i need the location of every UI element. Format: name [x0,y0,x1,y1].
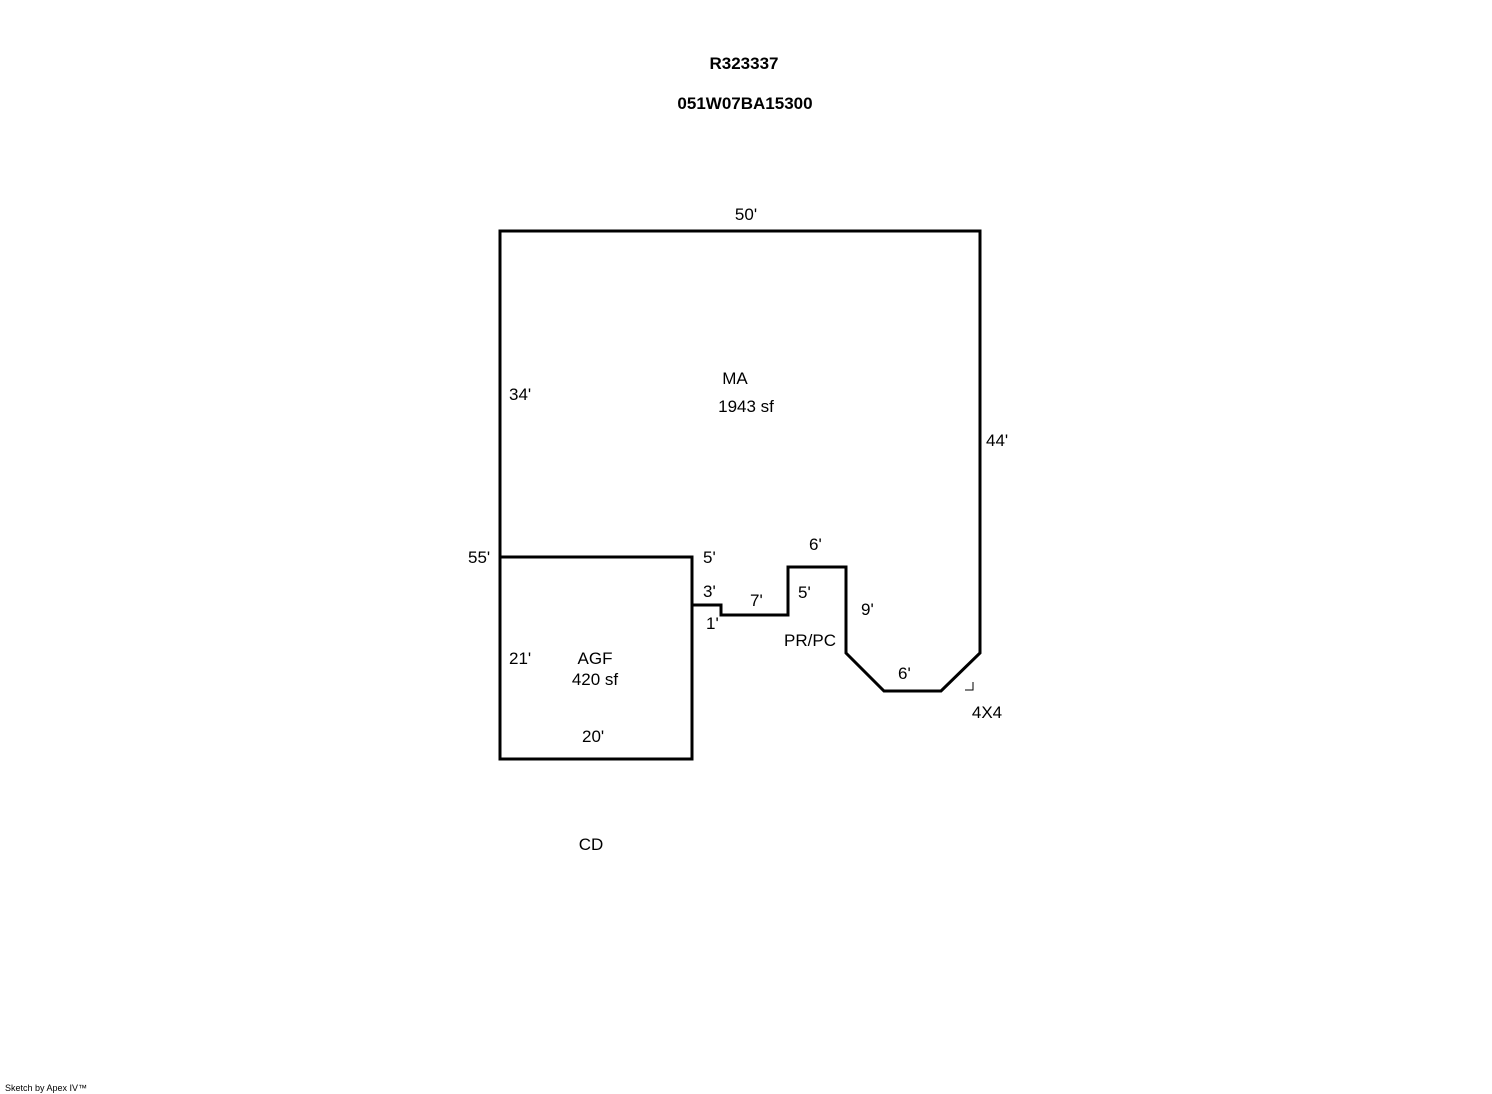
dim-garage-bottom: 20' [582,727,604,746]
dim-step-3: 3' [703,582,716,601]
dim-top: 50' [735,205,757,224]
garage-outline [498,555,694,761]
garage-size: 420 sf [572,670,619,689]
garage-code: AGF [578,649,613,668]
dim-porch-side: 5' [798,583,811,602]
main-area-size: 1943 sf [718,397,774,416]
dim-porch-drop: 9' [861,600,874,619]
dim-left-total: 55' [468,548,490,567]
account-number: R323337 [709,54,778,73]
dim-step-7: 7' [750,591,763,610]
dim-left-upper: 34' [509,385,531,404]
sketch-credit: Sketch by Apex IV™ [5,1083,87,1093]
dim-porch-top: 6' [809,535,822,554]
post-code: 4X4 [972,703,1002,722]
dim-garage-side: 21' [509,649,531,668]
post-marker [965,682,974,691]
dim-step-5: 5' [703,548,716,567]
map-tax-lot: 051W07BA15300 [677,94,812,113]
dim-right: 44' [986,431,1008,450]
deck-code: CD [579,835,604,854]
dim-bottom: 6' [898,664,911,683]
dim-step-1: 1' [706,614,719,633]
main-area-code: MA [722,369,748,388]
main-area-outline [498,229,982,693]
porch-code: PR/PC [784,631,836,650]
